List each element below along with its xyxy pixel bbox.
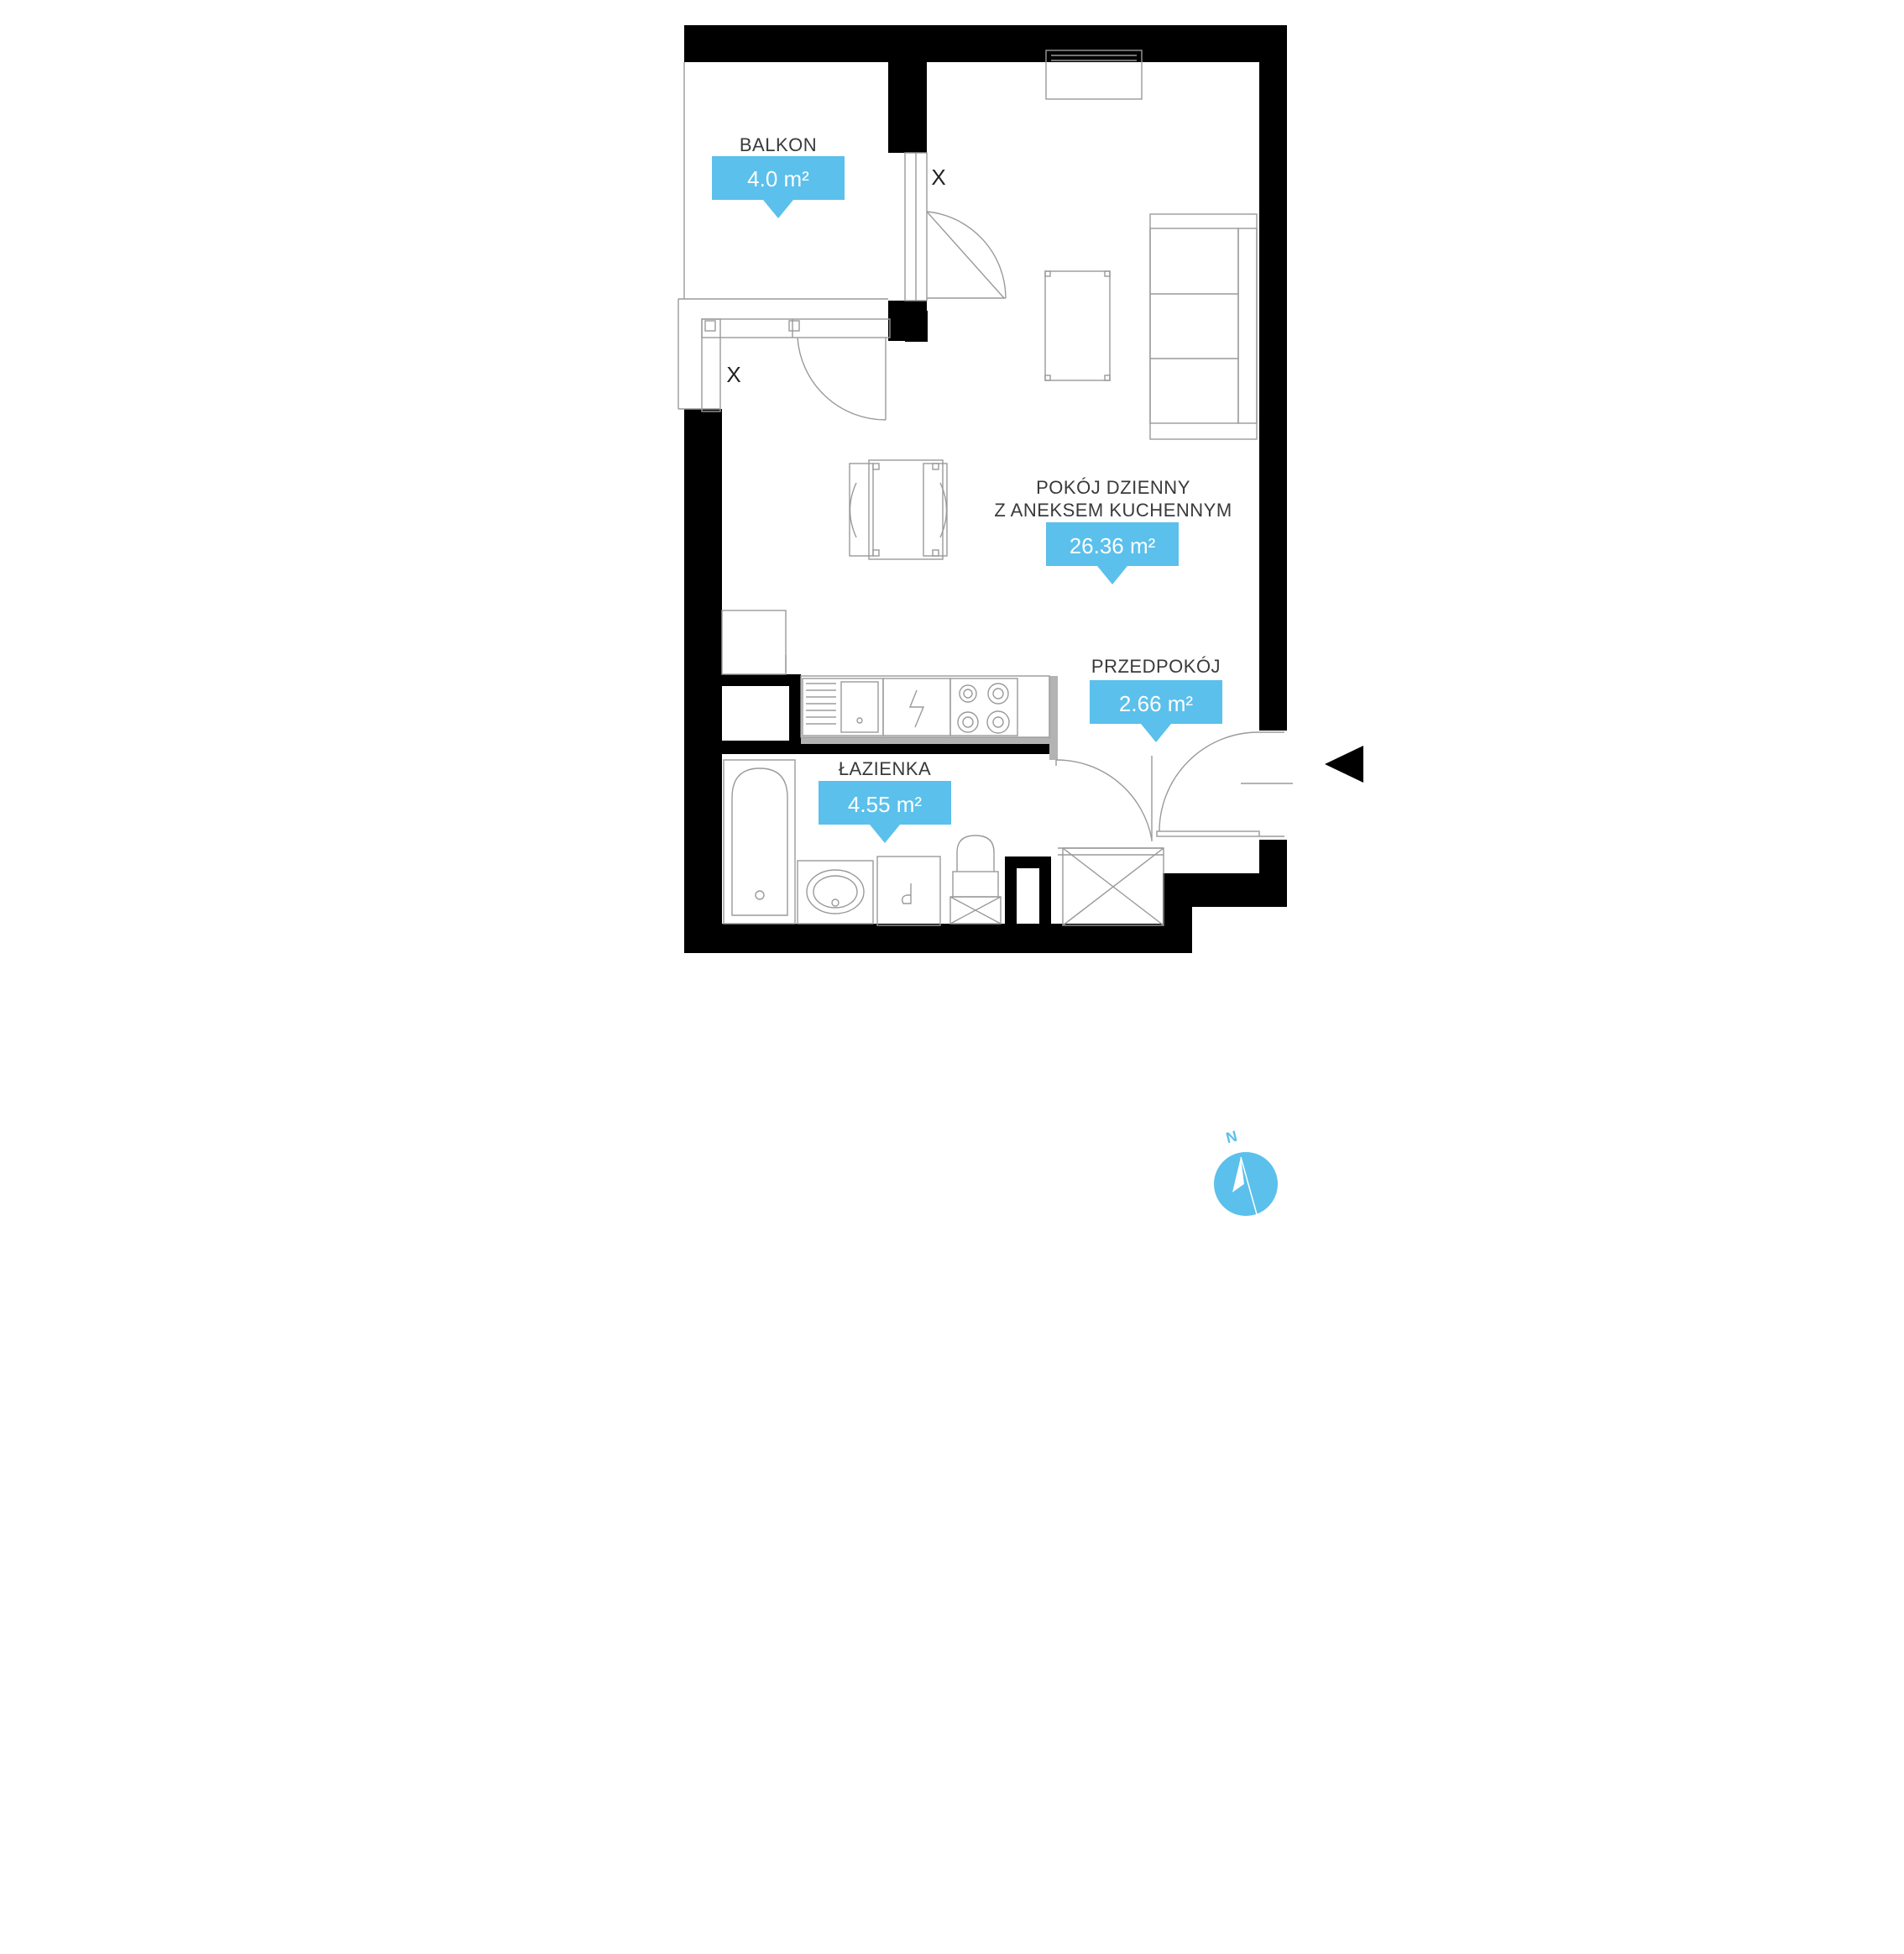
area-badge-balkon <box>712 156 845 218</box>
room-przedpokoj: PRZEDPOKÓJ 2.66 m² <box>1090 656 1222 742</box>
compass-icon: N <box>1214 1128 1278 1216</box>
room-name-lazienka: ŁAZIENKA <box>839 758 931 779</box>
room-name-balkon: BALKON <box>740 134 817 155</box>
room-name-pokoj-line2: Z ANEKSEM KUCHENNYM <box>994 500 1232 521</box>
furniture <box>721 50 1258 926</box>
room-pokoj-dzienny: POKÓJ DZIENNY Z ANEKSEM KUCHENNYM 26.36 … <box>994 477 1232 584</box>
walls <box>684 25 1287 953</box>
area-badge-przedpokoj <box>1090 680 1222 742</box>
area-value-balkon: 4.0 m² <box>747 166 809 191</box>
compass-north-label: N <box>1224 1128 1238 1147</box>
area-value-lazienka: 4.55 m² <box>848 792 922 817</box>
area-value-przedpokoj: 2.66 m² <box>1119 691 1193 716</box>
window-mark-left-window: X <box>726 362 740 387</box>
room-balkon: BALKON 4.0 m² <box>712 134 845 218</box>
window-mark-balcony-door: X <box>931 165 945 190</box>
area-badge-lazienka <box>819 781 951 843</box>
windows-and-doors <box>677 62 1293 926</box>
room-name-pokoj-line1: POKÓJ DZIENNY <box>1036 477 1190 498</box>
room-lazienka: ŁAZIENKA 4.55 m² <box>819 758 951 843</box>
entrance-arrow-icon <box>1325 746 1363 783</box>
area-badge-pokoj <box>1046 522 1179 584</box>
room-name-przedpokoj: PRZEDPOKÓJ <box>1091 656 1221 677</box>
area-value-pokoj: 26.36 m² <box>1070 533 1156 558</box>
